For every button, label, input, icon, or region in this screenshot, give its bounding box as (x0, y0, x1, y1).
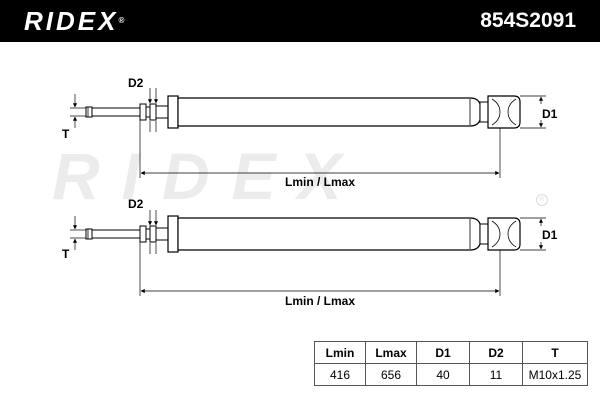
label-d2-top: D2 (128, 76, 144, 90)
shock-absorber-bottom (70, 210, 546, 296)
spec-value-d1: 40 (416, 363, 470, 386)
spec-header-d1: D1 (416, 341, 470, 364)
spec-value-lmax: 656 (365, 363, 417, 386)
label-length-top: Lmin / Lmax (285, 175, 355, 189)
spec-table-value-row: 416 656 40 11 M10x1.25 (314, 363, 588, 386)
brand-logo: RIDEX® (24, 7, 124, 35)
watermark-logo: RIDEX (52, 139, 364, 213)
spec-value-d2: 11 (469, 363, 523, 386)
header-bar: RIDEX® 854S2091 (0, 0, 600, 42)
label-t-top: T (62, 127, 70, 141)
spec-value-lmin: 416 (314, 363, 366, 386)
spec-header-d2: D2 (469, 341, 523, 364)
label-d1-bottom: D1 (542, 228, 558, 242)
spec-header-lmax: Lmax (365, 341, 417, 364)
label-d1-top: D1 (542, 107, 558, 121)
spec-value-t: M10x1.25 (522, 363, 588, 386)
label-length-bottom: Lmin / Lmax (285, 294, 355, 308)
registered-mark-icon: ® (118, 16, 125, 25)
label-t-bottom: T (62, 247, 70, 261)
label-d2-bottom: D2 (128, 197, 144, 211)
watermark-registered-icon: R (536, 194, 548, 206)
spec-header-t: T (522, 341, 588, 364)
brand-logo-text: RIDEX (24, 6, 119, 36)
shock-absorber-top (70, 88, 546, 178)
part-number: 854S2091 (480, 9, 576, 32)
spec-header-lmin: Lmin (314, 341, 366, 364)
spec-table-header-row: Lmin Lmax D1 D2 T (314, 341, 588, 364)
spec-table: Lmin Lmax D1 D2 T 416 656 40 11 M10x1.25 (314, 341, 588, 386)
